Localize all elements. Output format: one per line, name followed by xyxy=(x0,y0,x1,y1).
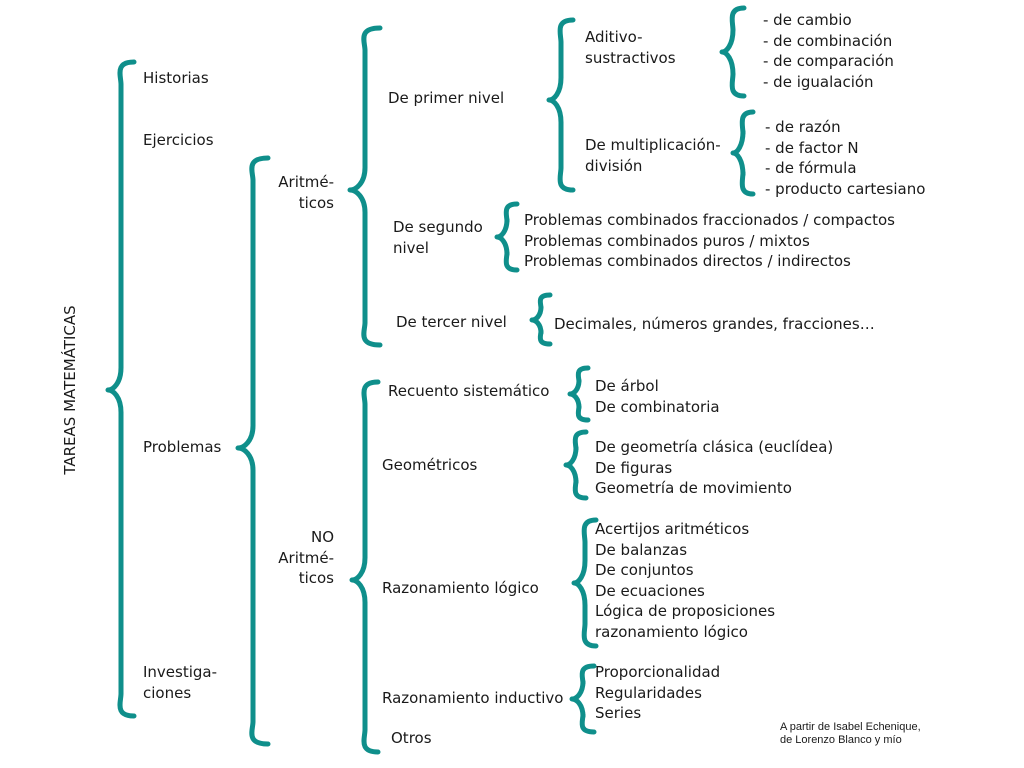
node-aritmeticos: Aritmé- ticos xyxy=(262,172,334,213)
list-item: razonamiento lógico xyxy=(595,622,748,641)
brace-segundo-nivel xyxy=(494,201,520,273)
node-tercer-nivel: De tercer nivel xyxy=(396,313,507,331)
list-item: - de fórmula xyxy=(765,159,857,177)
node-ejercicios: Ejercicios xyxy=(143,131,214,149)
line: Aritmé- xyxy=(278,173,334,191)
line: NO xyxy=(310,528,334,546)
node-historias: Historias xyxy=(143,69,209,87)
brace-geometricos xyxy=(563,429,589,501)
list-tercer-nivel: Decimales, números grandes, fracciones… xyxy=(554,314,875,335)
node-no-aritmeticos: NO Aritmé- ticos xyxy=(262,527,334,589)
brace-no-aritmeticos xyxy=(349,379,381,755)
node-investigaciones: Investiga- ciones xyxy=(143,662,217,703)
list-item: De figuras xyxy=(595,458,673,477)
list-item: - de cambio xyxy=(763,11,852,29)
list-recuento: De árbol De combinatoria xyxy=(595,376,720,417)
list-geometricos: De geometría clásica (euclídea) De figur… xyxy=(595,437,833,499)
node-recuento: Recuento sistemático xyxy=(388,382,550,400)
list-item: Series xyxy=(595,704,642,722)
node-geometricos: Geométricos xyxy=(382,456,478,474)
brace-aritmeticos xyxy=(347,25,383,348)
list-segundo-nivel: Problemas combinados fraccionados / comp… xyxy=(524,210,895,272)
list-item: - de combinación xyxy=(763,31,893,50)
node-primer-nivel: De primer nivel xyxy=(388,89,505,107)
brace-tareas xyxy=(105,59,137,719)
line: ticos xyxy=(298,569,334,587)
brace-primer-nivel xyxy=(546,17,576,193)
list-item: Geometría de movimiento xyxy=(595,479,792,497)
node-segundo-nivel: De segundo nivel xyxy=(393,217,483,258)
list-item: - de igualación xyxy=(763,72,874,91)
list-item: De balanzas xyxy=(595,540,688,559)
line: Aditivo- xyxy=(585,28,643,46)
list-item: Problemas combinados fraccionados / comp… xyxy=(524,211,895,229)
line: A partir de Isabel Echenique, xyxy=(780,721,921,733)
node-multiplicacion-division: De multiplicación- división xyxy=(585,135,721,176)
brace-problemas xyxy=(235,155,271,747)
list-item: Proporcionalidad xyxy=(595,663,721,681)
list-item: De combinatoria xyxy=(595,397,720,416)
line: ciones xyxy=(143,683,192,702)
root-label: TAREAS MATEMÁTICAS xyxy=(61,305,79,475)
line: Investiga- xyxy=(143,663,218,681)
node-aditivo-sustractivos: Aditivo- sustractivos xyxy=(585,27,676,68)
list-item: Acertijos aritméticos xyxy=(595,520,750,538)
node-razonamiento-inductivo: Razonamiento inductivo xyxy=(382,689,564,707)
list-item: Decimales, números grandes, fracciones… xyxy=(554,315,875,333)
list-item: De árbol xyxy=(595,377,659,395)
source-credit: A partir de Isabel Echenique, de Lorenzo… xyxy=(780,721,921,747)
list-razonamiento-inductivo: Proporcionalidad Regularidades Series xyxy=(595,662,720,724)
list-item: Problemas combinados puros / mixtos xyxy=(524,231,810,250)
list-item: De geometría clásica (euclídea) xyxy=(595,438,834,456)
node-problemas: Problemas xyxy=(143,438,222,456)
line: sustractivos xyxy=(585,48,676,67)
list-item: De ecuaciones xyxy=(595,581,705,600)
list-item: Regularidades xyxy=(595,683,702,702)
list-item: Problemas combinados directos / indirect… xyxy=(524,252,851,270)
list-item: - de comparación xyxy=(763,52,894,70)
list-item: - de factor N xyxy=(765,138,859,157)
brace-razonamiento-inductivo xyxy=(569,663,597,735)
brace-multiplicacion xyxy=(730,109,756,197)
line: de Lorenzo Blanco y mío xyxy=(780,734,902,746)
list-item: Lógica de proposiciones xyxy=(595,602,776,620)
line: división xyxy=(585,156,643,175)
line: ticos xyxy=(298,193,334,212)
brace-razonamiento-logico xyxy=(571,517,599,649)
line: De multiplicación- xyxy=(585,136,721,154)
node-otros: Otros xyxy=(391,729,432,747)
node-razonamiento-logico: Razonamiento lógico xyxy=(382,579,539,597)
brace-recuento xyxy=(567,365,591,423)
brace-aditivo xyxy=(719,5,747,99)
list-aditivo: - de cambio - de combinación - de compar… xyxy=(763,10,894,92)
line: nivel xyxy=(393,238,429,257)
list-razonamiento-logico: Acertijos aritméticos De balanzas De con… xyxy=(595,519,775,642)
list-item: De conjuntos xyxy=(595,561,694,579)
line: De segundo xyxy=(393,218,483,236)
brace-tercer-nivel xyxy=(529,292,553,347)
list-multiplicacion: - de razón - de factor N - de fórmula - … xyxy=(765,117,925,199)
line: Aritmé- xyxy=(278,548,334,567)
list-item: - producto cartesiano xyxy=(765,179,926,198)
list-item: - de razón xyxy=(765,118,841,136)
